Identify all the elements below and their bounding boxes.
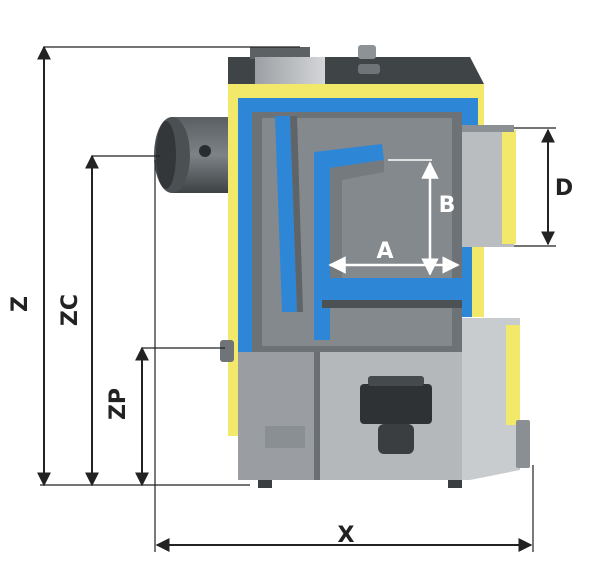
top-sensor-stub	[358, 45, 376, 59]
ash-chamber-left-wall	[238, 352, 314, 480]
lower-door-insulation	[506, 325, 520, 425]
d-label: D	[555, 176, 573, 201]
a-label: A	[376, 239, 393, 264]
top-sensor-sleeve	[358, 64, 380, 74]
grate-shelf-steel	[322, 300, 462, 308]
upper-door-insulation	[502, 130, 516, 244]
flue-pipe	[154, 117, 230, 193]
b-label: B	[439, 193, 456, 218]
burner-unit	[360, 376, 432, 454]
x-label: X	[338, 523, 355, 548]
return-connection	[220, 340, 234, 362]
insulation-right-middle	[470, 247, 484, 317]
insulation-top	[228, 84, 484, 98]
boiler-body	[154, 45, 530, 488]
water-jacket-right-middle	[462, 247, 472, 317]
foot-left	[258, 480, 272, 488]
inner-wall-side	[290, 116, 303, 312]
foot-right	[448, 480, 462, 488]
upper-door-top	[462, 125, 514, 132]
heat-exchanger-inner	[314, 144, 384, 340]
grate-shelf-water	[322, 278, 462, 300]
ash-inspection-plate	[265, 426, 305, 448]
zp-label: ZP	[106, 388, 131, 420]
top-outlet-pipe	[255, 57, 325, 84]
ash-chamber-divider	[314, 352, 320, 480]
top-outlet-stub	[250, 47, 310, 59]
dimension-lines	[37, 45, 556, 552]
zc-label: ZC	[58, 294, 83, 326]
lower-door-frame	[462, 318, 520, 480]
lower-door-handle	[516, 420, 530, 468]
inner-water-wall	[275, 116, 297, 312]
z-label: Z	[8, 296, 33, 312]
inner-dimension-lines	[328, 159, 460, 276]
